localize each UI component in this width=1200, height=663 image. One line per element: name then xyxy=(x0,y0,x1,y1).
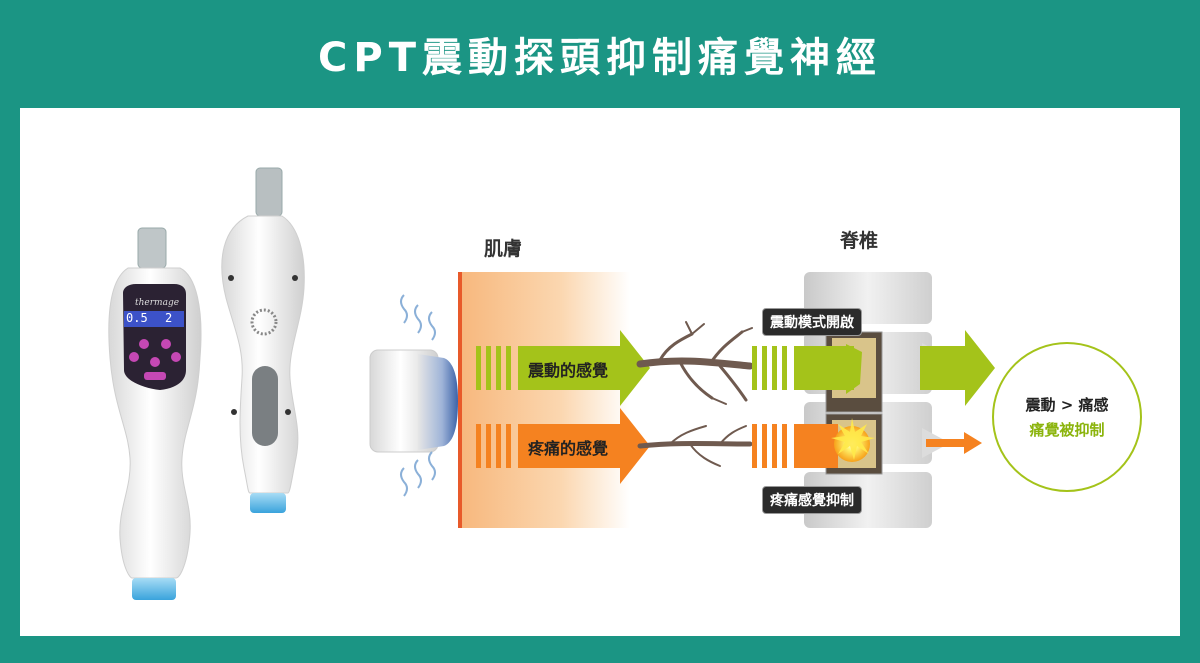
device-brand: thermage xyxy=(135,298,180,308)
diagram-panel: thermage 0.5 2 肌膚 脊椎 震動的感覺 疼痛的感覺 震動模式開啟 … xyxy=(20,108,1180,636)
pain-arrow-skin xyxy=(476,408,650,484)
skin-label: 肌膚 xyxy=(484,238,523,260)
vibration-mode-tag: 震動模式開啟 xyxy=(762,308,862,336)
result-circle: 震動 > 痛感 痛覺被抑制 xyxy=(992,342,1142,492)
page-title: CPT震動探頭抑制痛覺神經 xyxy=(318,35,882,81)
vibration-sensation-label: 震動的感覺 xyxy=(528,361,609,380)
spine-label: 脊椎 xyxy=(840,230,879,252)
device-screen-right: 2 xyxy=(165,311,173,325)
pain-arrow-spine xyxy=(752,418,982,468)
skin-layer xyxy=(458,272,630,528)
vibration-arrow-spine xyxy=(752,330,995,406)
diagram-graphic xyxy=(108,167,995,600)
vibration-arrow-skin xyxy=(476,330,650,406)
result-line-2: 痛覺被抑制 xyxy=(1029,421,1105,439)
pain-suppress-tag: 疼痛感覺抑制 xyxy=(762,486,862,514)
pain-sensation-label: 疼痛的感覺 xyxy=(528,439,609,458)
probe xyxy=(369,294,458,497)
nerve-branches xyxy=(636,321,754,467)
result-line-1: 震動 > 痛感 xyxy=(1025,396,1109,414)
device-screen-left: 0.5 xyxy=(126,311,148,325)
handpiece-side xyxy=(221,167,305,513)
handpiece-front xyxy=(108,227,202,600)
